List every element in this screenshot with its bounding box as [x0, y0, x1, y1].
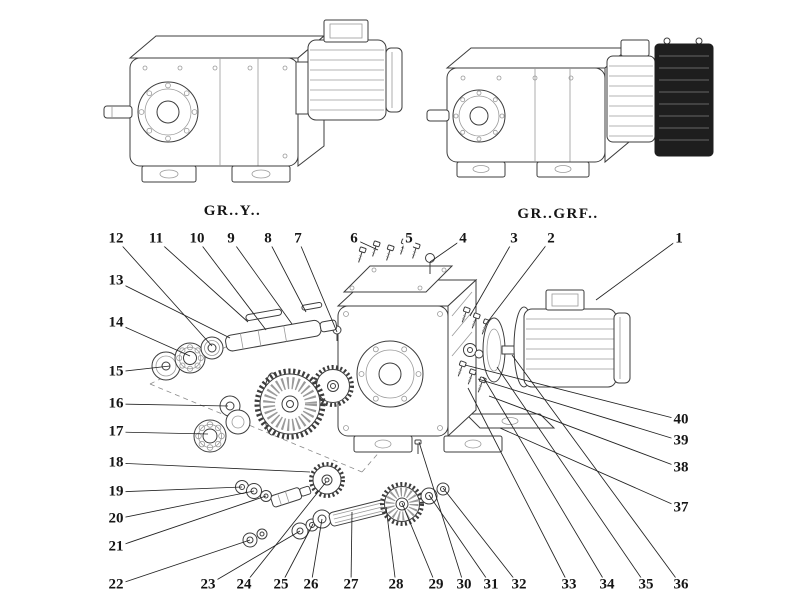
callout-6: 6 [348, 230, 360, 247]
callout-9: 9 [225, 230, 237, 247]
input-shaft [225, 319, 338, 352]
callout-20: 20 [106, 510, 126, 527]
washers-lower [291, 509, 332, 540]
electric-motor [501, 289, 631, 388]
callout-30: 30 [454, 576, 474, 593]
callout-16: 16 [106, 395, 126, 412]
callout-38: 38 [671, 459, 691, 476]
callout-7: 7 [292, 230, 304, 247]
callout-26: 26 [301, 576, 321, 593]
callout-18: 18 [106, 454, 126, 471]
callout-25: 25 [271, 576, 291, 593]
model-label-gr-y: GR..Y.. [203, 203, 262, 219]
input-bearing [174, 342, 206, 374]
middle-gear [309, 462, 345, 498]
callout-39: 39 [671, 432, 691, 449]
callout-19: 19 [106, 483, 126, 500]
callout-37: 37 [671, 499, 691, 516]
motor-terminal-box [545, 289, 585, 311]
pinion-shaft [270, 485, 312, 508]
callout-3: 3 [508, 230, 520, 247]
callout-32: 32 [509, 576, 529, 593]
callout-35: 35 [636, 576, 656, 593]
ball-bearing [225, 409, 251, 435]
inspection-cover [342, 265, 454, 293]
roller-bearing [193, 419, 227, 453]
shaft-key-long [245, 308, 282, 321]
callout-24: 24 [234, 576, 254, 593]
callout-12: 12 [106, 230, 126, 247]
callout-29: 29 [426, 576, 446, 593]
model-label-gr-grf: GR..GRF.. [517, 206, 599, 222]
mounting-foot-left [353, 435, 413, 453]
oil-seal [200, 336, 224, 360]
output-flange [137, 81, 199, 143]
mounting-foot-right [443, 435, 503, 453]
callout-22: 22 [106, 576, 126, 593]
callout-14: 14 [106, 314, 126, 331]
gearmotor-illustration-gr-y [103, 19, 403, 183]
callout-31: 31 [481, 576, 501, 593]
callout-1: 1 [673, 230, 685, 247]
callout-13: 13 [106, 272, 126, 289]
callout-36: 36 [671, 576, 691, 593]
callout-11: 11 [146, 230, 166, 247]
callout-4: 4 [457, 230, 469, 247]
callout-21: 21 [106, 538, 126, 555]
callout-28: 28 [386, 576, 406, 593]
callout-33: 33 [559, 576, 579, 593]
rear-mounting-foot [464, 413, 556, 429]
callout-17: 17 [106, 423, 126, 440]
intermediate-gear [312, 365, 354, 407]
leader-lines [115, 238, 682, 586]
output-flange [452, 89, 506, 143]
exploded-view [149, 238, 631, 548]
motor-unit [295, 19, 403, 121]
output-shaft [426, 109, 450, 122]
callout-40: 40 [671, 411, 691, 428]
coupling-parts [463, 343, 484, 359]
retaining-rings [242, 528, 268, 548]
motor-brake-unit [606, 37, 714, 157]
output-gear [254, 368, 326, 440]
callout-2: 2 [545, 230, 557, 247]
output-shaft [103, 105, 133, 119]
callout-8: 8 [262, 230, 274, 247]
terminal-box [323, 19, 369, 43]
lower-rings [420, 482, 450, 505]
housing-bolt [414, 439, 422, 454]
callout-27: 27 [341, 576, 361, 593]
callout-10: 10 [187, 230, 207, 247]
callout-5: 5 [403, 230, 415, 247]
shaft-key-short [301, 301, 323, 311]
callout-34: 34 [597, 576, 617, 593]
gear-housing [336, 278, 478, 438]
callout-15: 15 [106, 363, 126, 380]
gearmotor-illustration-gr-grf [426, 37, 714, 178]
callout-23: 23 [198, 576, 218, 593]
finned-brake-housing [654, 43, 714, 157]
